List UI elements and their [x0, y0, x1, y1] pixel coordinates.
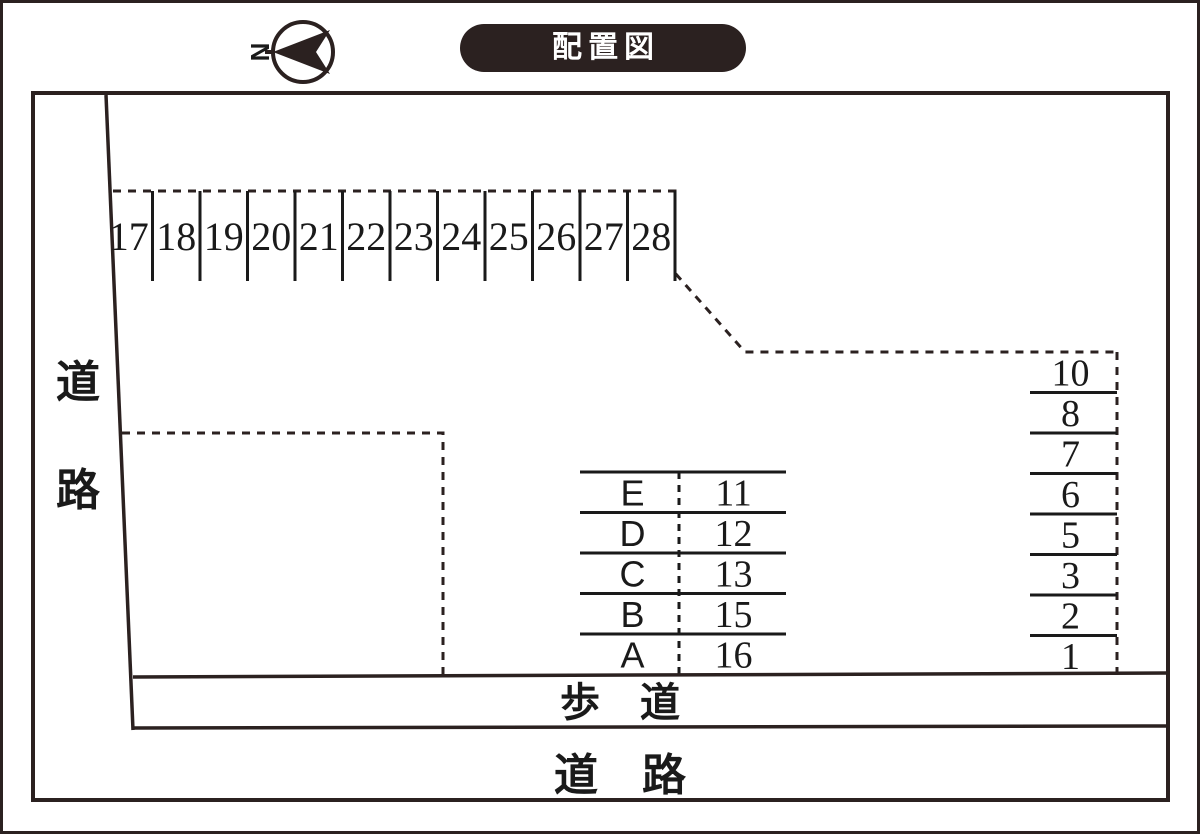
- stall-number[interactable]: 24: [441, 214, 481, 259]
- diagram-title-badge: 配置図: [460, 24, 746, 72]
- diagram-frame: [31, 91, 1170, 802]
- left-road-boundary-line: [104, 94, 135, 731]
- unit-letter[interactable]: E: [620, 473, 644, 514]
- unit-stall-number[interactable]: 13: [715, 554, 753, 596]
- stall-number[interactable]: 22: [346, 214, 386, 259]
- stall-number[interactable]: 3: [1061, 555, 1080, 597]
- stall-number[interactable]: 27: [584, 214, 624, 259]
- stall-number[interactable]: 2: [1061, 596, 1080, 638]
- stall-number[interactable]: 17: [109, 214, 149, 259]
- sidewalk-bottom-line: [132, 724, 1169, 730]
- stall-number[interactable]: 10: [1052, 353, 1090, 395]
- unit-stall-number[interactable]: 12: [715, 513, 753, 555]
- building-unit-table: E 11D 12C 13B 15A 16: [580, 470, 786, 679]
- stall-number[interactable]: 21: [299, 214, 339, 259]
- sidewalk-label: 歩 道: [560, 680, 680, 726]
- bottom-road-label: 道 路: [554, 750, 687, 801]
- stall-number[interactable]: 1: [1061, 636, 1080, 678]
- stall-number[interactable]: 23: [394, 214, 434, 259]
- stall-number[interactable]: 20: [251, 214, 291, 259]
- north-compass: N: [245, 20, 335, 84]
- compass-north-label: N: [245, 43, 275, 62]
- stall-number[interactable]: 25: [489, 214, 529, 259]
- stall-number[interactable]: 5: [1061, 515, 1080, 557]
- compass-needle-icon: [273, 30, 330, 74]
- stall-number[interactable]: 19: [204, 214, 244, 259]
- unit-stall-number[interactable]: 11: [715, 473, 752, 515]
- unit-stall-number[interactable]: 16: [715, 635, 753, 677]
- unit-stall-number[interactable]: 15: [715, 594, 753, 636]
- stall-number[interactable]: 6: [1061, 474, 1080, 516]
- left-road-label-char-2: 路: [56, 465, 101, 516]
- stall-number[interactable]: 7: [1061, 434, 1080, 476]
- stall-number[interactable]: 26: [536, 214, 576, 259]
- sidewalk-top-line: [132, 671, 1169, 679]
- stall-number[interactable]: 18: [156, 214, 196, 259]
- unit-letter[interactable]: A: [620, 635, 644, 676]
- building-footprint-dashed: [122, 431, 445, 677]
- unit-letter[interactable]: C: [620, 554, 646, 595]
- lot-outline-dashed: [113, 189, 1117, 354]
- stall-number[interactable]: 8: [1061, 393, 1080, 435]
- page-title: 配置図: [552, 30, 660, 65]
- unit-letter[interactable]: B: [620, 594, 644, 635]
- stall-number[interactable]: 28: [631, 214, 671, 259]
- unit-letter[interactable]: D: [620, 513, 646, 554]
- left-road-label-char-1: 道: [56, 357, 100, 408]
